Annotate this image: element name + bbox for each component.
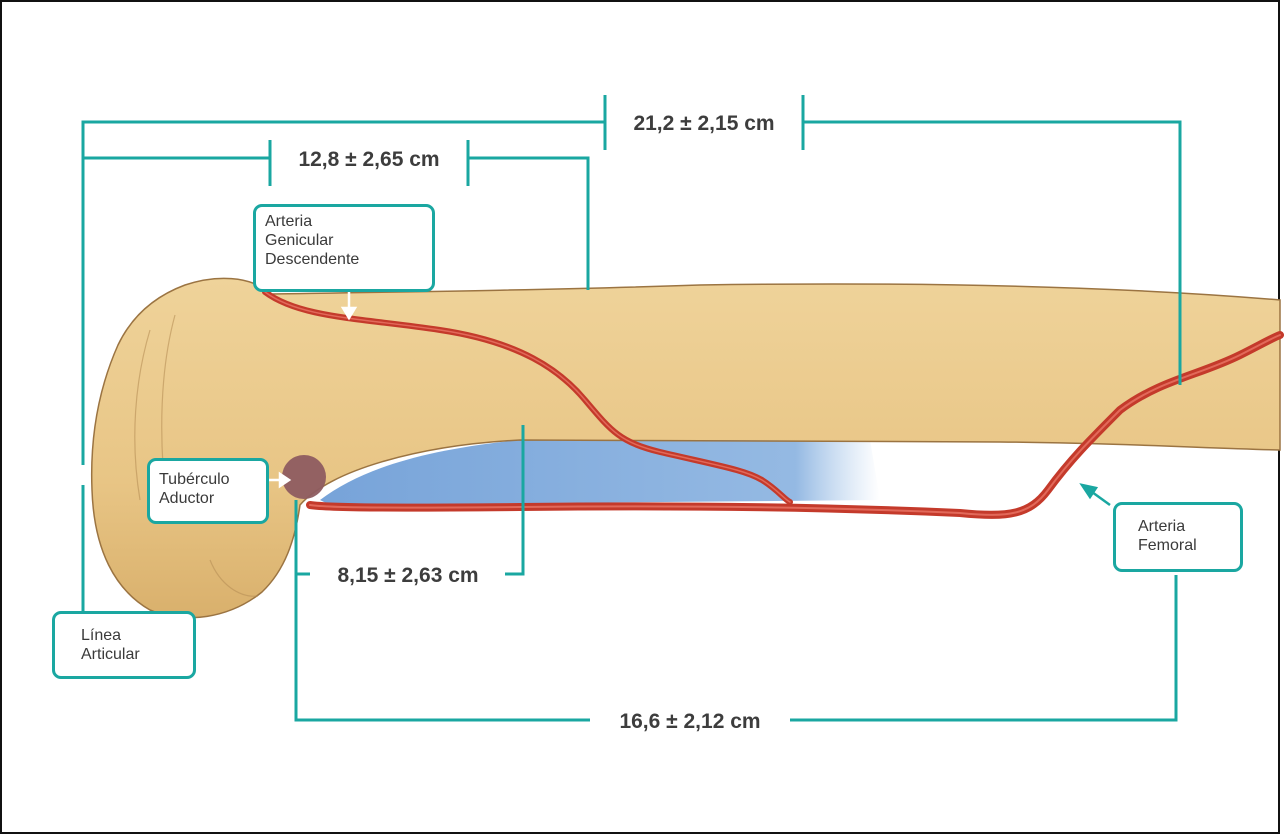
label-joint-line-2: Articular (81, 645, 184, 664)
label-tubercle-line-2: Aductor (159, 489, 257, 508)
label-genicular-artery: Arteria Genicular Descendente (253, 204, 435, 292)
femoral-arrow (1082, 485, 1110, 505)
label-genicular-line-2: Genicular (265, 231, 423, 250)
dim-femoral-text: 16,6 ± 2,12 cm (619, 710, 760, 733)
label-genicular-line-3: Descendente (265, 250, 423, 269)
label-joint-line-1: Línea (81, 626, 184, 645)
adductor-tubercle (282, 455, 326, 499)
dim-total-text: 21,2 ± 2,15 cm (633, 112, 774, 135)
label-femoral-artery: Arteria Femoral (1113, 502, 1243, 572)
label-genicular-line-1: Arteria (265, 212, 423, 231)
femoral-arrow-head (1082, 485, 1096, 497)
dim-genicular-text: 12,8 ± 2,65 cm (298, 148, 439, 171)
dim-femoral-line (296, 574, 1176, 720)
dim-tubercle-text: 8,15 ± 2,63 cm (337, 564, 478, 587)
label-femoral-line-2: Femoral (1138, 536, 1231, 555)
label-adductor-tubercle: Tubérculo Aductor (147, 458, 269, 524)
femoral-arrow-line (1092, 492, 1110, 505)
label-tubercle-line-1: Tubérculo (159, 470, 257, 489)
label-femoral-line-1: Arteria (1138, 517, 1231, 536)
label-joint-line: Línea Articular (52, 611, 196, 679)
